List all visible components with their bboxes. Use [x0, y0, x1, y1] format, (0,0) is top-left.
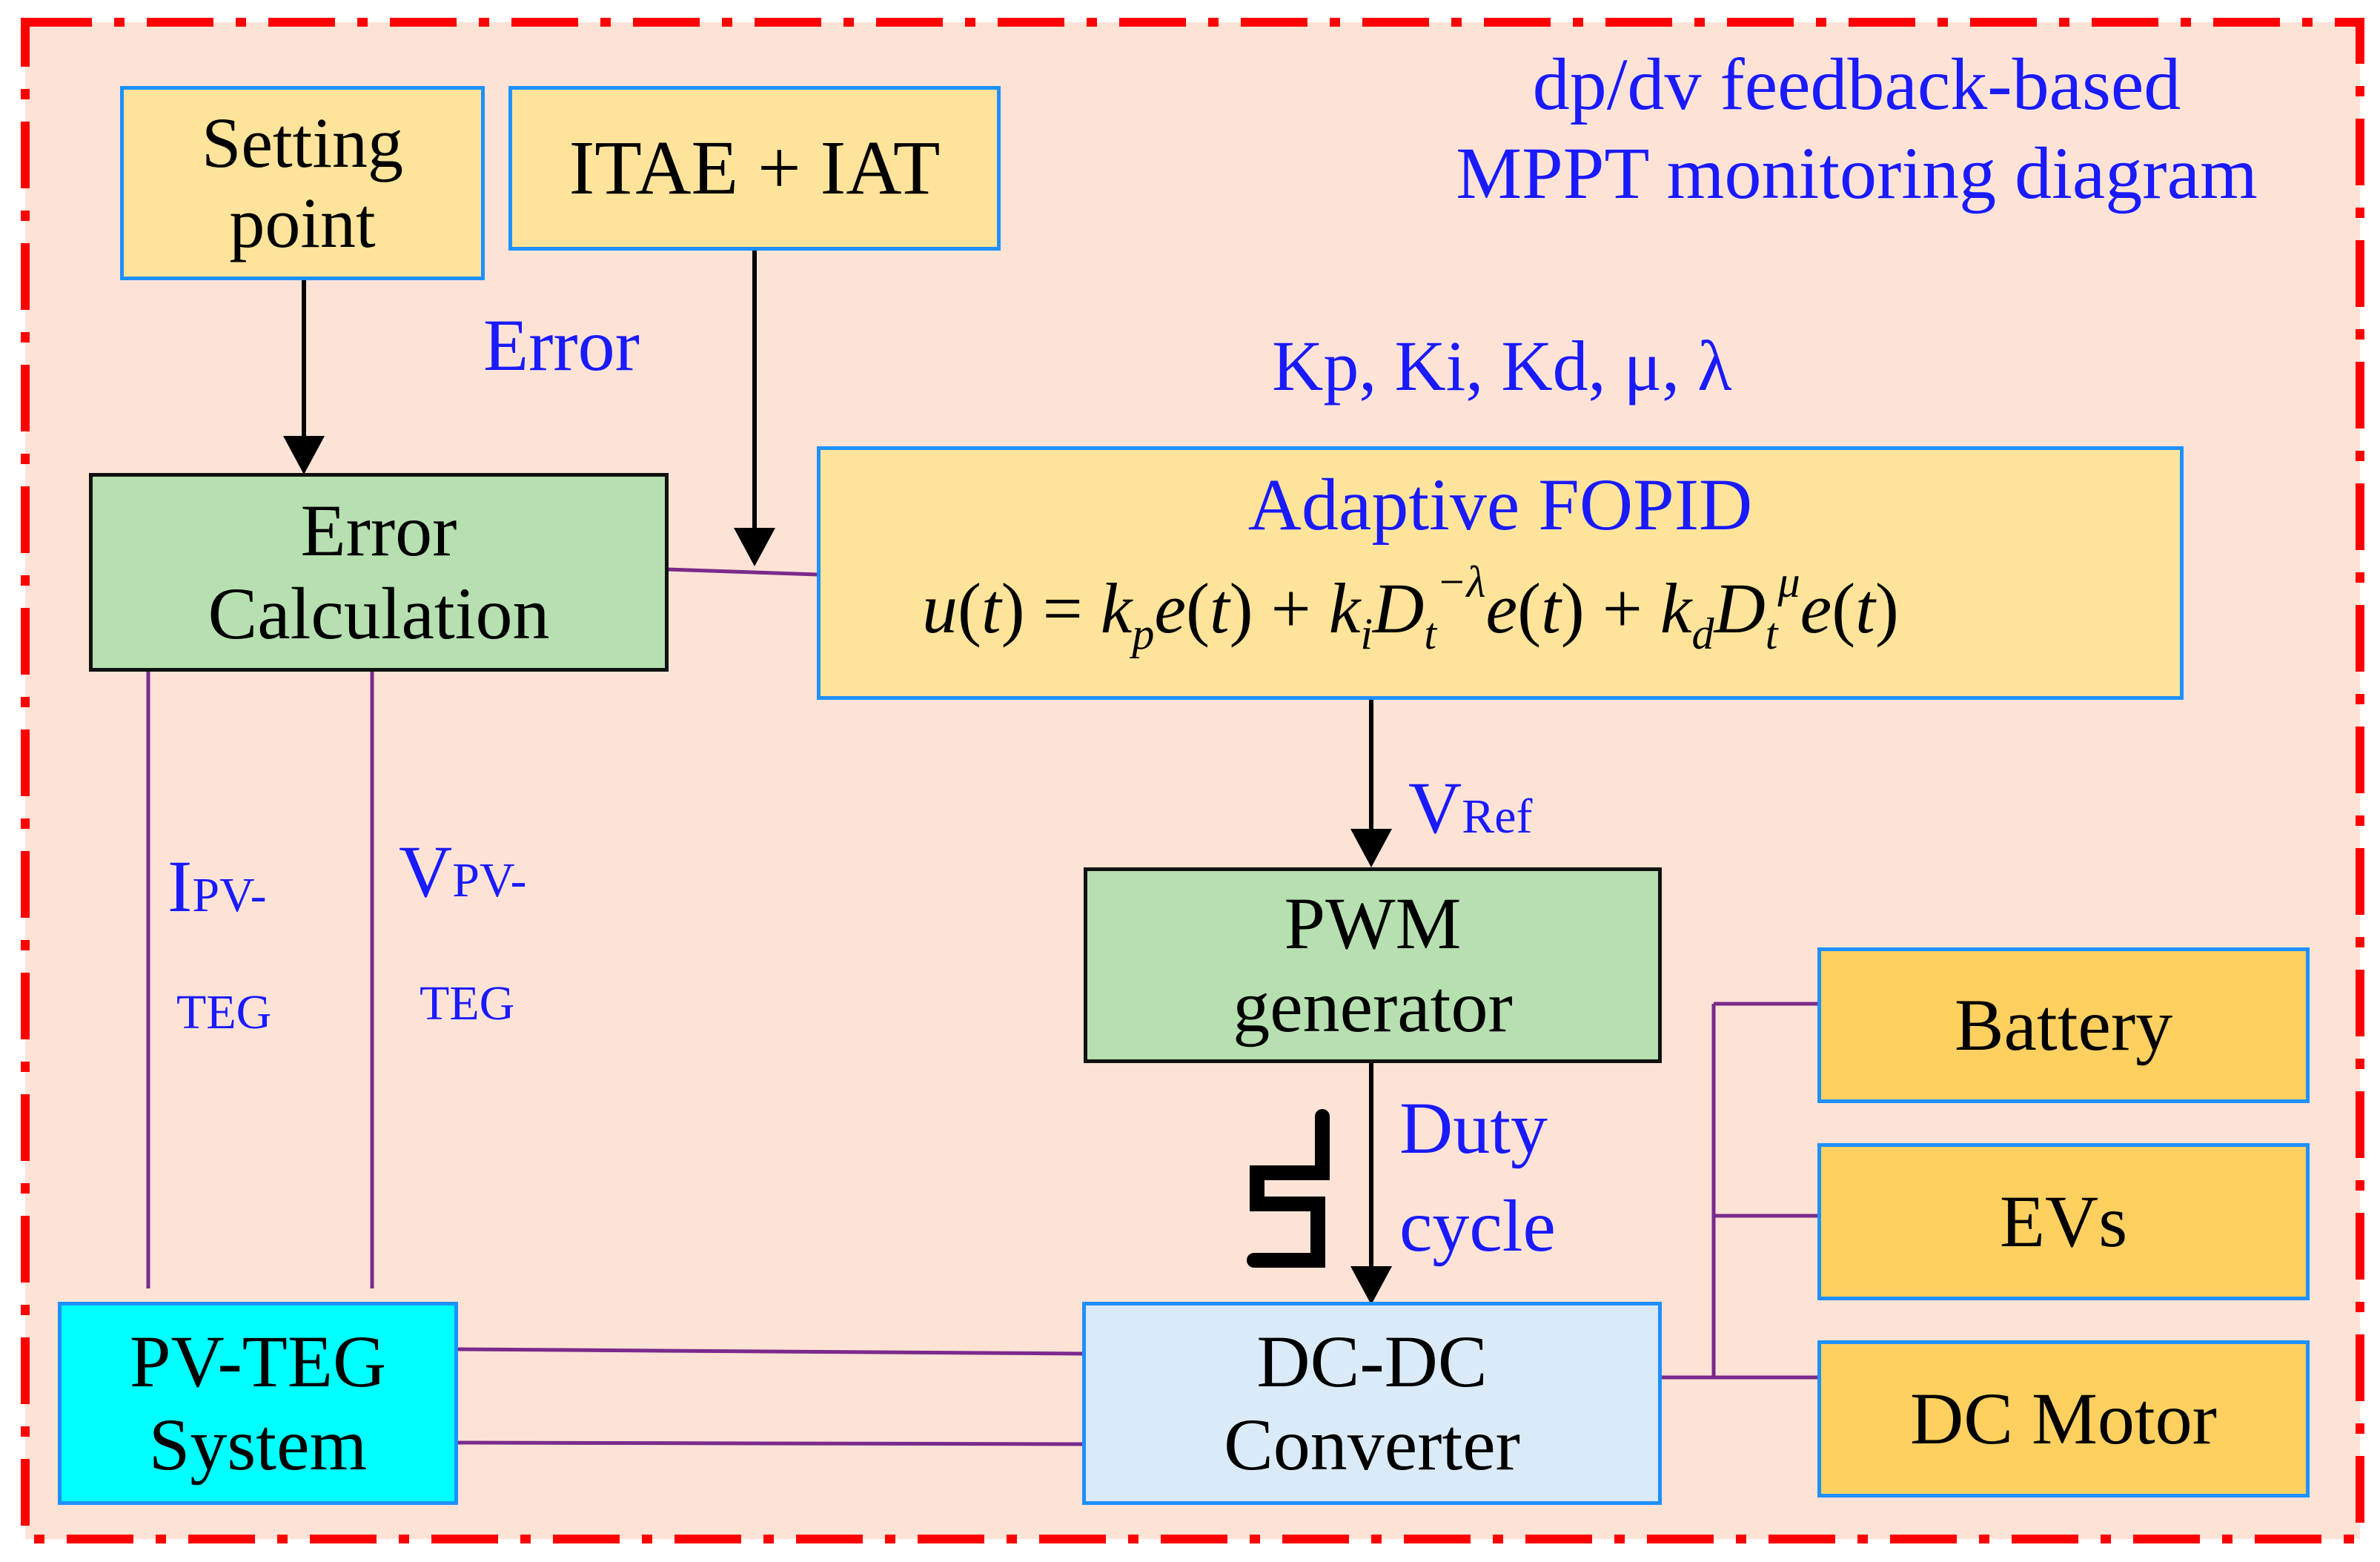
- duty-line-1: Duty: [1399, 1087, 1548, 1169]
- dash-dot-frame: [21, 18, 2364, 1543]
- dcdc-line-1: DC-DC: [1256, 1320, 1488, 1403]
- setting-point-box: Setting point: [120, 86, 485, 280]
- error-calc-line-1: Error: [300, 489, 457, 572]
- vpv-teg-label-cont: TEG: [420, 976, 515, 1030]
- flow-arrows: [283, 249, 1392, 1305]
- signal-wires: [146, 567, 1817, 1446]
- itae-iat-label: ITAE + IAT: [569, 125, 941, 211]
- pv-teg-system-box: PV-TEG System: [58, 1302, 458, 1505]
- title-line-1: dp/dv feedback-based: [1532, 43, 2181, 125]
- ipv-main: I: [168, 845, 193, 927]
- vref-main: V: [1408, 767, 1462, 849]
- error-calc-line-2: Calculation: [208, 572, 550, 655]
- vpv-subscript: PV-: [452, 853, 527, 907]
- svg-text:u(t) = kpe(t) + kiDt−λe(t) + k: u(t) = kpe(t) + kiDt−λe(t) + kdDtμe(t): [922, 557, 1899, 658]
- adaptive-fopid-box: Adaptive FOPID u(t) = kpe(t) + kiDt−λe(t…: [817, 446, 2184, 700]
- evs-box: EVs: [1817, 1143, 2310, 1300]
- fopid-control-law-equation: u(t) = kpe(t) + kiDt−λe(t) + kdDtμe(t): [922, 557, 1899, 658]
- title-line-2: MPPT monitoring diagram: [1456, 132, 2258, 214]
- ipv-subscript: PV-: [192, 868, 267, 922]
- fopid-title: Adaptive FOPID: [1247, 463, 1753, 546]
- vref-subscript: Ref: [1462, 790, 1533, 844]
- dc-motor-label: DC Motor: [1910, 1377, 2217, 1460]
- pulse-waveform-icon: [1247, 1109, 1330, 1268]
- vpv-teg-label: VPV-: [399, 829, 527, 914]
- ipv-teg-label: IPV-: [168, 844, 267, 929]
- pwm-line-2: generator: [1233, 965, 1513, 1048]
- error-signal-label: Error: [483, 304, 640, 386]
- pvteg-line-2: System: [148, 1403, 368, 1486]
- fopid-parameters-label: Kp, Ki, Kd, μ, λ: [1272, 326, 1732, 406]
- dc-motor-box: DC Motor: [1817, 1340, 2310, 1498]
- battery-label: Battery: [1954, 984, 2173, 1066]
- duty-cycle-label: Duty cycle: [1399, 1079, 1556, 1275]
- pwm-generator-box: PWM generator: [1084, 867, 1662, 1063]
- pwm-line-1: PWM: [1284, 882, 1462, 964]
- ipv-teg-label-cont: TEG: [176, 985, 272, 1039]
- error-calculation-box: Error Calculation: [89, 473, 669, 672]
- battery-box: Battery: [1817, 947, 2310, 1103]
- evs-label: EVs: [1999, 1180, 2128, 1262]
- pvteg-line-1: PV-TEG: [129, 1320, 387, 1403]
- vref-label: VRef: [1408, 765, 1533, 850]
- dc-dc-converter-box: DC-DC Converter: [1082, 1302, 1662, 1505]
- diagram-title: dp/dv feedback-based MPPT monitoring dia…: [1364, 40, 2350, 218]
- dcdc-line-2: Converter: [1224, 1403, 1520, 1486]
- vpv-main: V: [399, 830, 453, 913]
- setting-point-line-1: Setting: [201, 103, 403, 183]
- itae-iat-box: ITAE + IAT: [508, 86, 1001, 251]
- duty-line-2: cycle: [1399, 1185, 1556, 1267]
- setting-point-line-2: point: [229, 183, 376, 262]
